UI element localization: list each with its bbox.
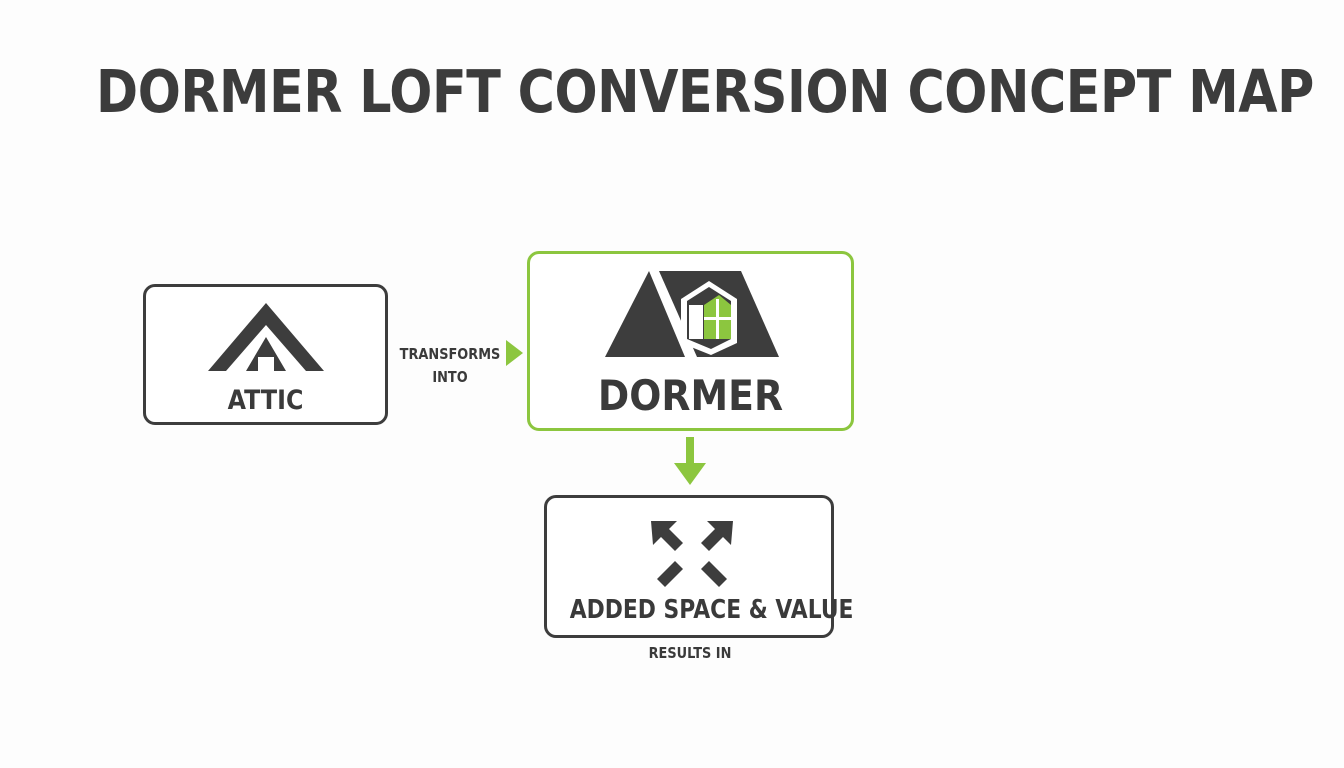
dormer-node: DORMER xyxy=(527,251,854,431)
added-space-value-node: ADDED SPACE & VALUE xyxy=(544,495,854,638)
diagram-title: DORMER LOFT CONVERSION CONCEPT MAP xyxy=(96,57,1314,126)
attic-node: ATTIC xyxy=(143,284,388,425)
dormer-roof-window-icon xyxy=(605,271,779,357)
transforms-into-label: TRANSFORMS INTO xyxy=(397,343,504,389)
dormer-label: DORMER xyxy=(597,371,784,420)
arrow-down-icon xyxy=(674,437,706,485)
arrow-right-icon xyxy=(506,340,523,366)
transforms-label-line2: INTO xyxy=(432,368,468,386)
added-space-value-label: ADDED SPACE & VALUE xyxy=(569,595,854,625)
expand-arrows-icon xyxy=(651,521,733,587)
results-in-label: RESULTS IN xyxy=(648,644,732,662)
attic-label: ATTIC xyxy=(227,385,304,416)
attic-roof-icon xyxy=(208,303,324,371)
transforms-label-line1: TRANSFORMS xyxy=(399,345,501,363)
